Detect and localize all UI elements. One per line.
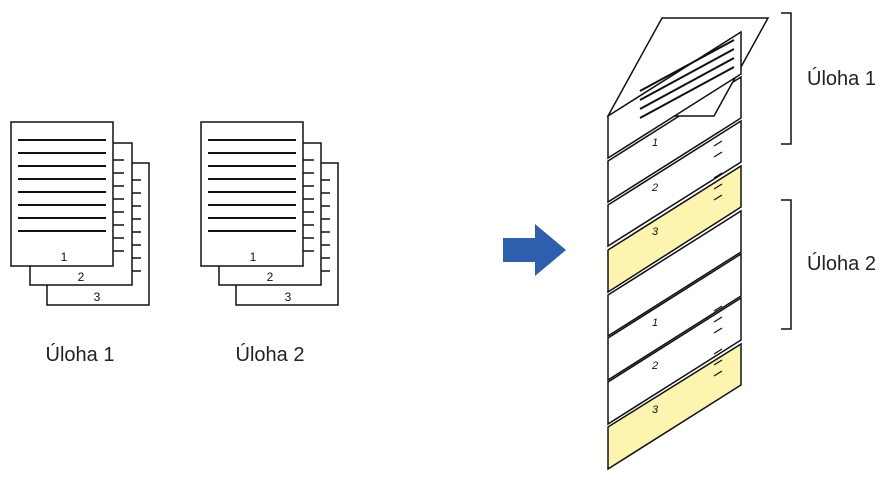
job-1-input-label: Úloha 1 xyxy=(46,343,115,366)
job-2-page-2-number: 2 xyxy=(267,270,274,284)
output-job-2-page-1: 1 xyxy=(607,209,742,338)
output-job-2-page-2-number: 2 xyxy=(651,360,658,372)
job-2-page-1: 1 xyxy=(200,121,304,267)
right-arrow-icon xyxy=(503,224,566,276)
job-1-separator-sheet xyxy=(607,164,742,294)
output-job-2-page-2: 2 xyxy=(607,252,742,382)
output-job-1-page-3: 3 xyxy=(607,119,742,248)
job-1-output-label: Úloha 1 xyxy=(807,67,876,90)
job-1-page-1: 1 xyxy=(10,121,114,267)
job-2-input-label: Úloha 2 xyxy=(236,343,305,366)
job-2-input-stack: 3 2 1 xyxy=(200,121,339,306)
job-2-page-3-number: 3 xyxy=(285,290,292,304)
job-1-page-1-number: 1 xyxy=(61,250,68,264)
output-job-1-page-3-number: 3 xyxy=(652,226,659,238)
output-job-2-page-1-number: 1 xyxy=(652,317,658,329)
output-job-2-page-3: 3 xyxy=(607,296,742,426)
job-2-separator-sheet xyxy=(607,342,742,471)
job-1-input-stack: 3 2 1 xyxy=(10,121,150,306)
job-1-page-3-number: 3 xyxy=(94,290,101,304)
job-2-bracket xyxy=(781,199,792,330)
job-2-page-1-number: 1 xyxy=(250,250,257,264)
output-job-1-page-1-number: 1 xyxy=(652,137,658,149)
output-stack: 3 2 1 3 2 xyxy=(606,17,770,471)
job-1-bracket xyxy=(781,12,792,145)
output-job-2-page-3-number: 3 xyxy=(652,404,659,416)
output-job-1-page-1: 1 xyxy=(606,17,770,160)
job-1-page-2-number: 2 xyxy=(78,270,85,284)
job-2-output-label: Úloha 2 xyxy=(807,252,876,275)
output-job-1-page-2-number: 2 xyxy=(651,182,658,194)
